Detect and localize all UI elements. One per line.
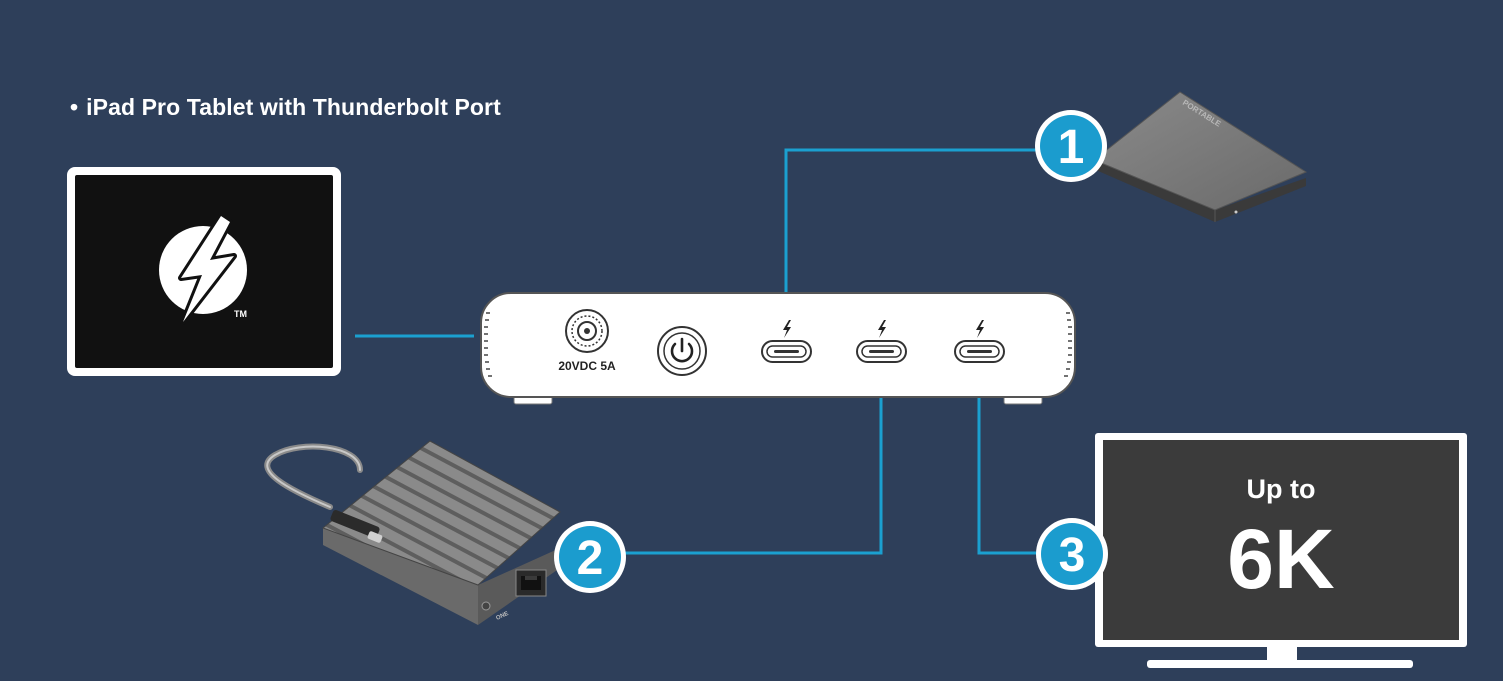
callout-badge-2: 2 — [554, 521, 626, 593]
adapter-top — [322, 440, 561, 586]
adapter-usb-plug — [330, 509, 383, 543]
thunderbolt-small-icon — [878, 320, 886, 338]
callout-badge-3: 3 — [1036, 518, 1108, 590]
monitor-screen — [1103, 440, 1459, 640]
thunderbolt-port-1 — [761, 320, 812, 363]
monitor-line1: Up to — [1247, 474, 1316, 504]
adapter-brand: ONE — [495, 611, 509, 622]
ssd-top — [1093, 91, 1308, 211]
dc-power-jack — [565, 309, 609, 353]
adapter-side-left — [323, 528, 478, 625]
callout-number-1: 1 — [1058, 121, 1085, 174]
page-heading: • iPad Pro Tablet with Thunderbolt Port — [70, 94, 501, 121]
heading-bullet: • — [70, 94, 79, 120]
ethernet-port-icon — [515, 569, 547, 597]
trademark-label: TM — [234, 309, 247, 319]
callout-badge-1: 1 — [1035, 110, 1107, 182]
adapter-cable — [264, 443, 363, 510]
ipad-tablet: TM — [67, 167, 341, 376]
thunderbolt-port-3 — [954, 320, 1005, 363]
thunderbolt-icon: TM — [159, 213, 247, 325]
power-icon — [657, 326, 707, 376]
port2-to-adapter-line — [620, 374, 883, 555]
port1-to-ssd-line — [784, 148, 1040, 318]
thunderbolt-dock: 20VDC 5A — [480, 292, 1076, 405]
network-adapter: ONE — [264, 440, 561, 625]
monitor-neck — [1267, 647, 1297, 661]
connector-lines — [355, 148, 1040, 555]
ssd-side — [1094, 160, 1306, 222]
callout-number-2: 2 — [577, 532, 604, 585]
monitor: Up to 6K — [1095, 433, 1467, 668]
heading-text: iPad Pro Tablet with Thunderbolt Port — [86, 94, 501, 120]
callout-number-3: 3 — [1059, 529, 1086, 582]
monitor-line2: 6K — [1227, 512, 1334, 606]
thunderbolt-small-icon — [783, 320, 791, 338]
portable-ssd: PORTABLE — [1093, 91, 1308, 222]
port3-to-monitor-line — [977, 374, 1040, 555]
dock-left-vents — [484, 312, 492, 377]
dock-right-vents — [1064, 312, 1072, 377]
adapter-led — [481, 601, 491, 611]
monitor-stand — [1147, 660, 1413, 668]
thunderbolt-small-icon — [976, 320, 984, 338]
power-label: 20VDC 5A — [558, 359, 616, 373]
thunderbolt-port-2 — [856, 320, 907, 363]
